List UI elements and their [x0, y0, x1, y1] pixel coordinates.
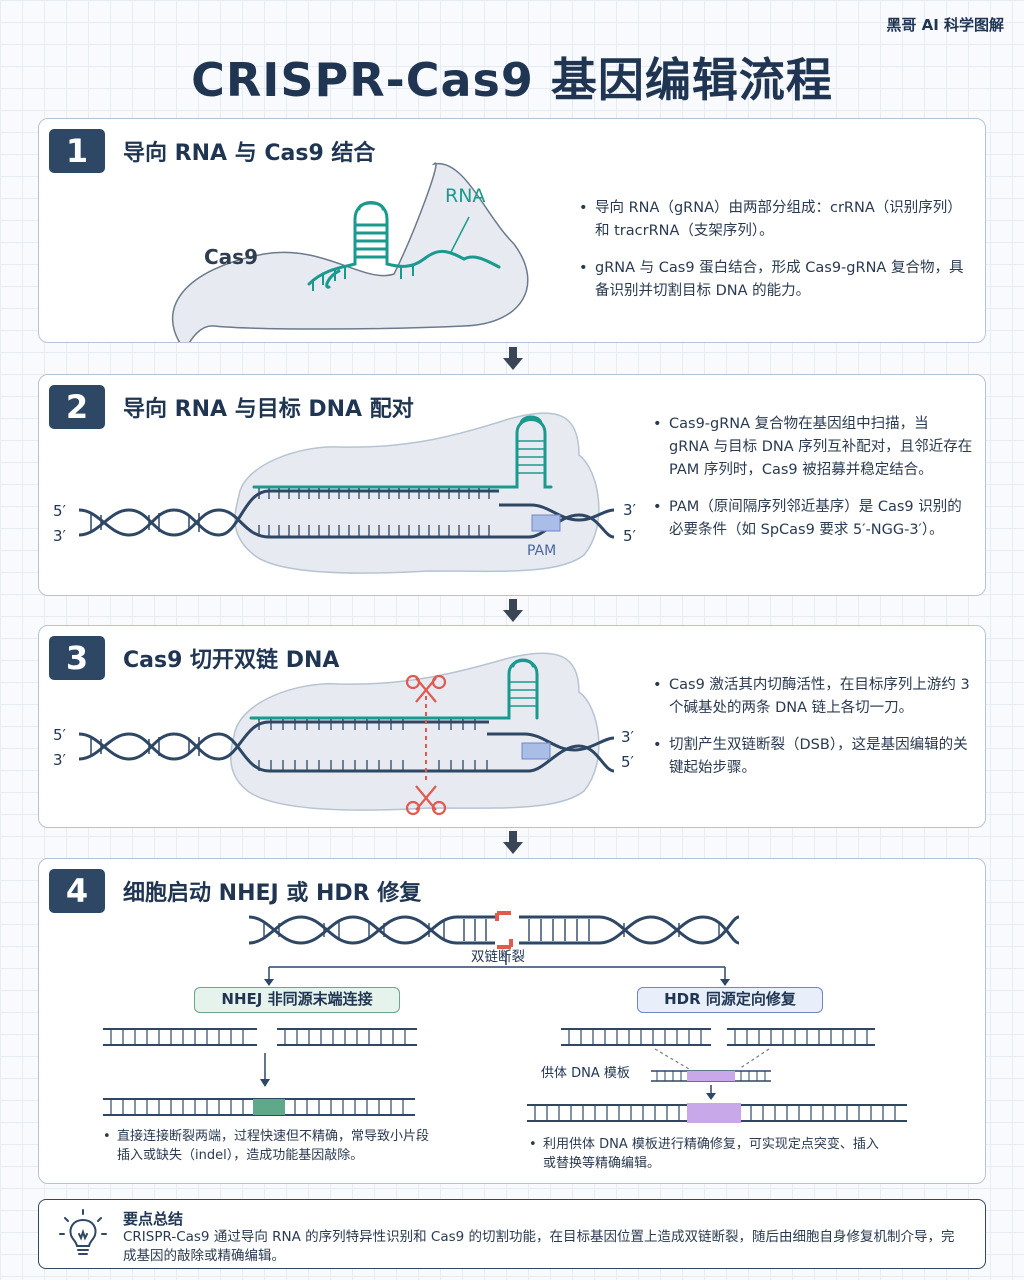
break-label: 双链断裂: [471, 949, 525, 965]
cas9-protein-shape: [171, 162, 529, 342]
step-1-panel: 1 导向 RNA 与 Cas9 结合 Cas9 RNA 导向 RNA（gRNA）…: [38, 118, 986, 343]
arrow-down-icon: [503, 599, 523, 622]
arrow-down-icon: [503, 347, 523, 370]
step-2-title: 导向 RNA 与目标 DNA 配对: [123, 397, 414, 422]
step-3-number: 3: [49, 636, 105, 680]
step-1-notes: 导向 RNA（gRNA）由两部分组成：crRNA（识别序列）和 tracrRNA…: [579, 197, 969, 317]
arrow-down-icon: [264, 979, 274, 986]
arrow-down-icon: [260, 1079, 270, 1087]
dna-helix-right: [499, 503, 615, 539]
strand-5-right-label: 5′: [623, 527, 636, 545]
strand-5-left-label: 5′: [53, 726, 66, 744]
strand-3-left-label: 3′: [53, 527, 66, 545]
hdr-note: 利用供体 DNA 模板进行精确修复，可实现定点突变、插入或替换等精确编辑。: [529, 1135, 879, 1173]
summary-title: 要点总结: [123, 1210, 184, 1228]
cas9-protein-shape: [234, 412, 600, 574]
nhej-broken-ends: [103, 1028, 417, 1046]
step-3-diagram: [78, 652, 615, 816]
dna-helix-left: [78, 720, 529, 773]
summary-text: CRISPR-Cas9 通过导向 RNA 的序列特异性识别和 Cas9 的切割功…: [123, 1229, 955, 1264]
scissors-icon: [405, 674, 447, 703]
step-4-number: 4: [49, 869, 105, 913]
rna-label: RNA: [445, 185, 486, 207]
dna-helix-left: [78, 489, 529, 539]
precise-insert: [687, 1103, 741, 1123]
step-3-note: Cas9 激活其内切酶活性，在目标序列上游约 3 个碱基处的两条 DNA 链上各…: [653, 674, 973, 720]
step-4-panel: 4 细胞启动 NHEJ 或 HDR 修复: [38, 858, 986, 1184]
step-1-note: gRNA 与 Cas9 蛋白结合，形成 Cas9-gRNA 复合物，具备识别并切…: [579, 257, 969, 303]
donor-label: 供体 DNA 模板: [541, 1066, 630, 1081]
arrow-down-icon: [720, 979, 730, 986]
step-1-number: 1: [49, 129, 105, 173]
step-3-note: 切割产生双链断裂（DSB），这是基因编辑的关键起始步骤。: [653, 734, 973, 780]
step-3-notes: Cas9 激活其内切酶活性，在目标序列上游约 3 个碱基处的两条 DNA 链上各…: [653, 674, 973, 794]
pam-label: PAM: [527, 543, 557, 559]
dna-helix-right: [487, 732, 615, 773]
strand-3-right-label: 3′: [623, 501, 636, 519]
step-3-title: Cas9 切开双链 DNA: [123, 648, 340, 673]
step-2-panel: 2 导向 RNA 与目标 DNA 配对: [38, 374, 986, 596]
hdr-tag: HDR 同源定向修复: [637, 987, 823, 1013]
guide-rna-paired: [249, 658, 539, 720]
nhej-note: 直接连接断裂两端，过程快速但不精确，常导致小片段插入或缺失（indel），造成功…: [103, 1127, 433, 1165]
step-4-title: 细胞启动 NHEJ 或 HDR 修复: [123, 881, 422, 906]
nhej-tag: NHEJ 非同源末端连接: [194, 987, 400, 1013]
step-1-title: 导向 RNA 与 Cas9 结合: [123, 141, 376, 166]
summary-box: 要点总结 CRISPR-Cas9 通过导向 RNA 的序列特异性识别和 Cas9…: [38, 1199, 986, 1269]
strand-3-right-label: 3′: [621, 728, 634, 746]
strand-5-left-label: 5′: [53, 502, 66, 520]
step-2-note: Cas9-gRNA 复合物在基因组中扫描，当 gRNA 与目标 DNA 序列互补…: [653, 413, 973, 482]
rna-pointer-line: [450, 216, 470, 253]
watermark: 黑哥 AI 科学图解: [886, 16, 1004, 34]
base-pairs: [258, 488, 490, 536]
broken-dna-helix: [248, 915, 740, 945]
step-2-notes: Cas9-gRNA 复合物在基因组中扫描，当 gRNA 与目标 DNA 序列互补…: [653, 413, 973, 556]
guide-rna-paired: [252, 415, 553, 489]
split-connector: [268, 951, 726, 981]
arrow-down-icon: [706, 1093, 716, 1100]
break-ends: [495, 911, 513, 949]
pam-sequence: [521, 742, 551, 760]
strand-5-right-label: 5′: [621, 753, 634, 771]
step-1-diagram: [171, 162, 529, 342]
step-2-diagram: [78, 412, 615, 574]
strand-3-left-label: 3′: [53, 751, 66, 769]
indel-region: [253, 1099, 285, 1115]
page-title: CRISPR-Cas9 基因编辑流程: [191, 53, 833, 107]
guide-rna-shape: [307, 201, 501, 289]
pam-sequence: [531, 514, 561, 532]
step-2-note: PAM（原间隔序列邻近基序）是 Cas9 识别的必要条件（如 SpCas9 要求…: [653, 496, 973, 542]
arrow-down-icon: [503, 831, 523, 854]
base-pairs: [258, 719, 488, 771]
step-4-diagram: [103, 911, 907, 1123]
lightbulb-icon: [59, 1209, 107, 1255]
step-1-note: 导向 RNA（gRNA）由两部分组成：crRNA（识别序列）和 tracrRNA…: [579, 197, 969, 243]
cas9-label: Cas9: [204, 245, 258, 269]
hdr-broken-ends: [561, 1028, 875, 1046]
scissors-icon: [405, 785, 447, 816]
step-3-panel: 3 Cas9 切开双链 DNA: [38, 625, 986, 828]
donor-insert: [687, 1071, 735, 1081]
step-2-number: 2: [49, 385, 105, 429]
